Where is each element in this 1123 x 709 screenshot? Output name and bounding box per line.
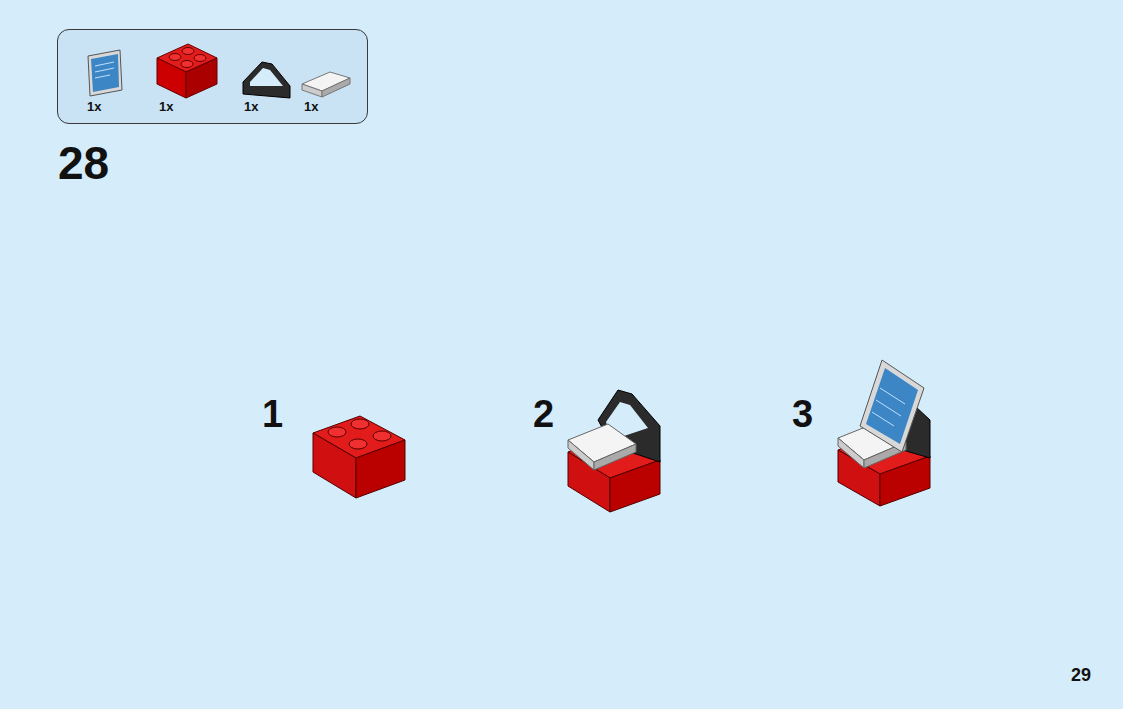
- substep-number: 2: [533, 395, 554, 433]
- parts-box-fill: [57, 29, 368, 124]
- substep-number: 3: [792, 395, 813, 433]
- step3-assembly: [838, 360, 930, 506]
- part-count: 1x: [244, 100, 258, 113]
- substep-number: 1: [262, 395, 283, 433]
- step-number: 28: [58, 140, 109, 186]
- black-slope: [243, 62, 290, 98]
- part-count: 1x: [304, 100, 318, 113]
- step1-brick: [313, 416, 405, 498]
- step2-assembly: [568, 390, 660, 512]
- parts-box: 1x 1x 1x 1x: [57, 29, 368, 124]
- screen-tile: [88, 50, 122, 96]
- red-brick-2x2: [157, 44, 217, 98]
- page-number: 29: [1071, 666, 1091, 684]
- part-count: 1x: [87, 100, 101, 113]
- part-count: 1x: [159, 100, 173, 113]
- white-tile: [302, 72, 350, 97]
